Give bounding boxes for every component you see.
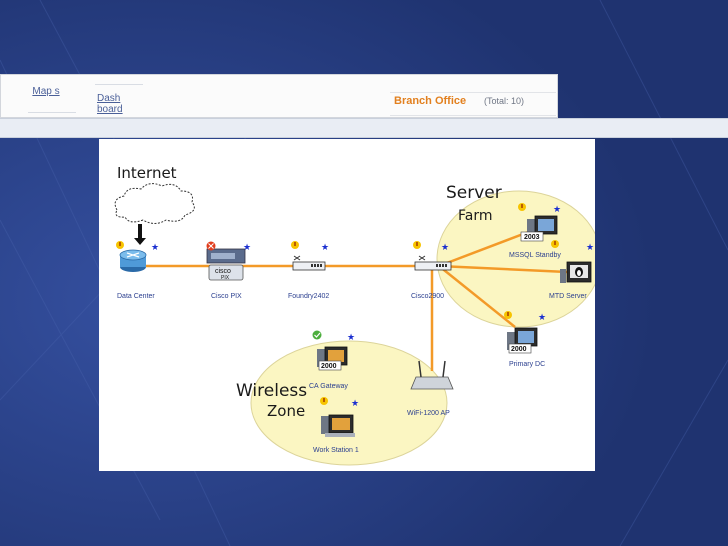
favorite-star-icon: ★ bbox=[553, 205, 561, 215]
device-label-cisco-pix[interactable]: Cisco PIX bbox=[211, 293, 242, 300]
zone-title-server: Server bbox=[446, 183, 502, 203]
zone-title-farm: Farm bbox=[458, 208, 493, 224]
workstation-icon[interactable] bbox=[321, 414, 355, 437]
router-icon[interactable] bbox=[119, 249, 147, 272]
firewall-icon[interactable] bbox=[206, 248, 246, 281]
windows-server-icon[interactable] bbox=[507, 327, 538, 354]
warning-icon bbox=[504, 311, 512, 319]
device-total: (Total: 10) bbox=[484, 96, 525, 106]
tab-divider bbox=[28, 112, 76, 113]
device-label-data-center[interactable]: Data Center bbox=[117, 293, 155, 300]
link-cisco2900-mtd bbox=[438, 264, 568, 274]
maps-header-bar bbox=[0, 74, 558, 118]
linux-server-icon[interactable] bbox=[560, 261, 592, 283]
ok-check-icon bbox=[312, 330, 322, 340]
device-label-wifi[interactable]: WiFi-1200 AP bbox=[407, 410, 450, 417]
device-label-primary-dc[interactable]: Primary DC bbox=[509, 361, 545, 368]
zone-title-wireless: Wireless bbox=[236, 381, 307, 401]
wireless-zone bbox=[250, 340, 448, 466]
win-2000-badge: 2000 bbox=[321, 363, 337, 370]
favorite-star-icon: ★ bbox=[243, 243, 251, 253]
favorite-star-icon: ★ bbox=[538, 313, 546, 323]
wireless-ap-icon[interactable] bbox=[410, 360, 454, 390]
device-label-mssql[interactable]: MSSQL Standby bbox=[509, 252, 561, 259]
critical-icon bbox=[206, 241, 216, 251]
zone-title-internet: Internet bbox=[117, 164, 177, 182]
pix-badge: PIX bbox=[221, 275, 230, 281]
windows-server-icon[interactable] bbox=[317, 346, 348, 371]
tab-dashboard[interactable]: Dash board bbox=[97, 93, 123, 115]
toolbar-strip bbox=[0, 118, 728, 138]
favorite-star-icon: ★ bbox=[441, 243, 449, 253]
windows-server-icon[interactable] bbox=[520, 215, 558, 242]
arrow-down-icon bbox=[134, 224, 146, 245]
switch-icon[interactable] bbox=[292, 255, 326, 271]
win-2000-badge: 2000 bbox=[511, 346, 527, 353]
device-label-cisco2900[interactable]: Cisco2900 bbox=[411, 293, 444, 300]
warning-icon bbox=[320, 397, 328, 405]
warning-icon bbox=[518, 203, 526, 211]
device-label-mtd[interactable]: MTD Server bbox=[549, 293, 587, 300]
warning-icon bbox=[413, 241, 421, 249]
header-divider bbox=[390, 92, 556, 93]
warning-icon bbox=[551, 240, 559, 248]
link-cisco2900-mssql bbox=[438, 229, 532, 268]
link-cisco2900-primarydc bbox=[438, 265, 516, 328]
favorite-star-icon: ★ bbox=[351, 399, 359, 409]
warning-icon bbox=[291, 241, 299, 249]
warning-icon bbox=[116, 241, 124, 249]
header-divider bbox=[390, 115, 556, 116]
tab-maps[interactable]: Map s bbox=[32, 86, 60, 97]
tab-divider bbox=[95, 84, 143, 85]
device-label-workstation[interactable]: Work Station 1 bbox=[313, 447, 359, 454]
device-label-ca-gateway[interactable]: CA Gateway bbox=[309, 383, 348, 390]
favorite-star-icon: ★ bbox=[347, 333, 355, 343]
win-2003-badge: 2003 bbox=[524, 234, 540, 241]
device-label-foundry[interactable]: Foundry2402 bbox=[288, 293, 329, 300]
favorite-star-icon: ★ bbox=[151, 243, 159, 253]
cloud-icon bbox=[114, 183, 195, 224]
favorite-star-icon: ★ bbox=[321, 243, 329, 253]
switch-icon[interactable] bbox=[414, 255, 452, 271]
favorite-star-icon: ★ bbox=[586, 243, 594, 253]
zone-title-zone: Zone bbox=[267, 402, 305, 420]
cisco-badge: cisco bbox=[215, 268, 231, 275]
map-title[interactable]: Branch Office bbox=[394, 95, 467, 107]
network-map[interactable]: Internet Server Farm Wireless Zone Data … bbox=[99, 139, 595, 471]
